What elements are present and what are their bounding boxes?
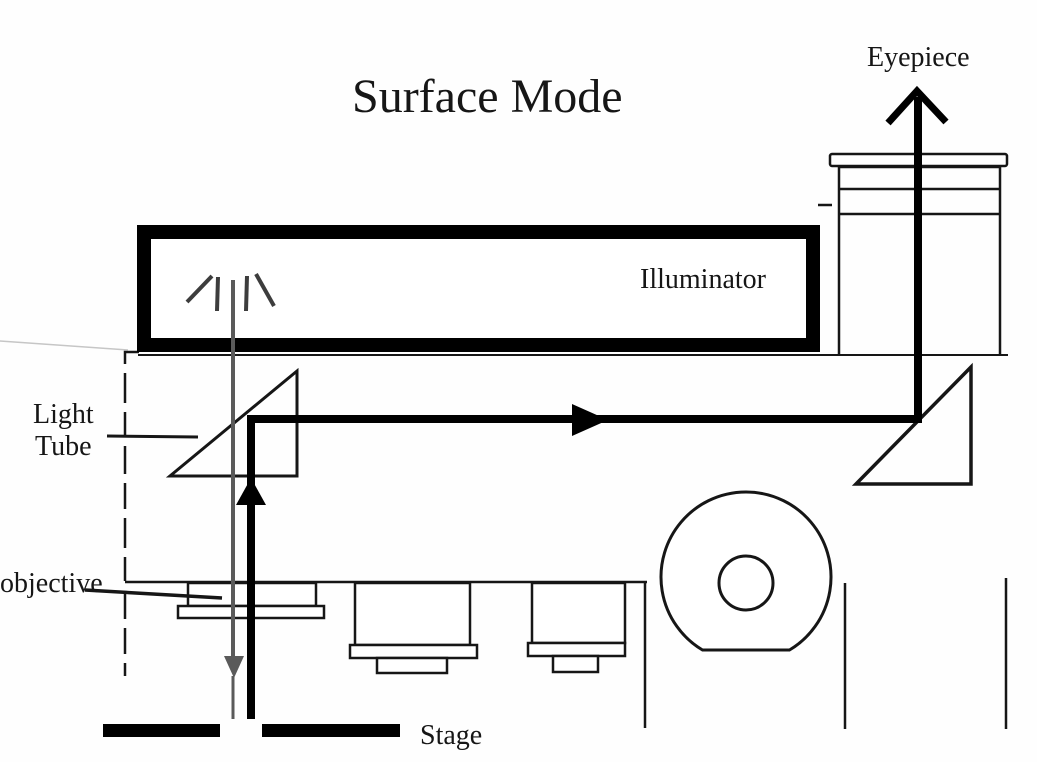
illumination-beam-arrowhead <box>224 656 244 678</box>
eyepiece-label: Eyepiece <box>867 42 970 73</box>
lamp-ray-3 <box>244 275 249 312</box>
objective-2-flange <box>348 643 479 660</box>
focus-knob-inner <box>717 554 775 612</box>
objective-2-body <box>353 581 472 647</box>
light-tube-label-line1: Light <box>33 399 94 430</box>
light-tube-leader-line <box>106 434 199 439</box>
lamp-ray-4 <box>254 273 276 307</box>
page-title: Surface Mode <box>352 70 623 123</box>
stage-bar-right <box>262 724 400 737</box>
focus-knob <box>659 490 833 652</box>
objective-leader-line <box>84 588 223 600</box>
stage-bar-left <box>103 724 220 737</box>
stage-label: Stage <box>420 720 482 751</box>
eyepiece-arrowhead-chevron <box>885 85 949 126</box>
microscope-outlines <box>84 152 1009 729</box>
illuminator-label: Illuminator <box>640 264 767 295</box>
beam-arrowhead-up <box>236 478 266 505</box>
objective-3-tip <box>551 654 600 674</box>
illumination-beam-gray <box>224 280 244 719</box>
objective-2 <box>348 581 479 675</box>
lamp-ray-2 <box>215 276 220 312</box>
lamp-ray-1 <box>185 274 214 304</box>
beam-arrowhead-right <box>572 404 608 436</box>
objective-3 <box>526 581 627 674</box>
lamp-rays <box>185 273 276 312</box>
imaging-beam-black <box>236 85 949 719</box>
scan-artifact-line <box>0 340 129 351</box>
objective-3-body <box>530 581 627 645</box>
light-tube-label-line2: Tube <box>35 431 92 462</box>
objective-2-tip <box>375 656 449 675</box>
illuminator-box <box>137 225 820 352</box>
light-tube-housing-dashed-edge <box>123 350 139 676</box>
prism-right <box>851 362 973 486</box>
objective-label: objective <box>0 568 103 599</box>
eyepiece-drawing <box>818 152 1009 354</box>
stage-bars <box>103 724 400 737</box>
objective-3-flange <box>526 641 627 658</box>
